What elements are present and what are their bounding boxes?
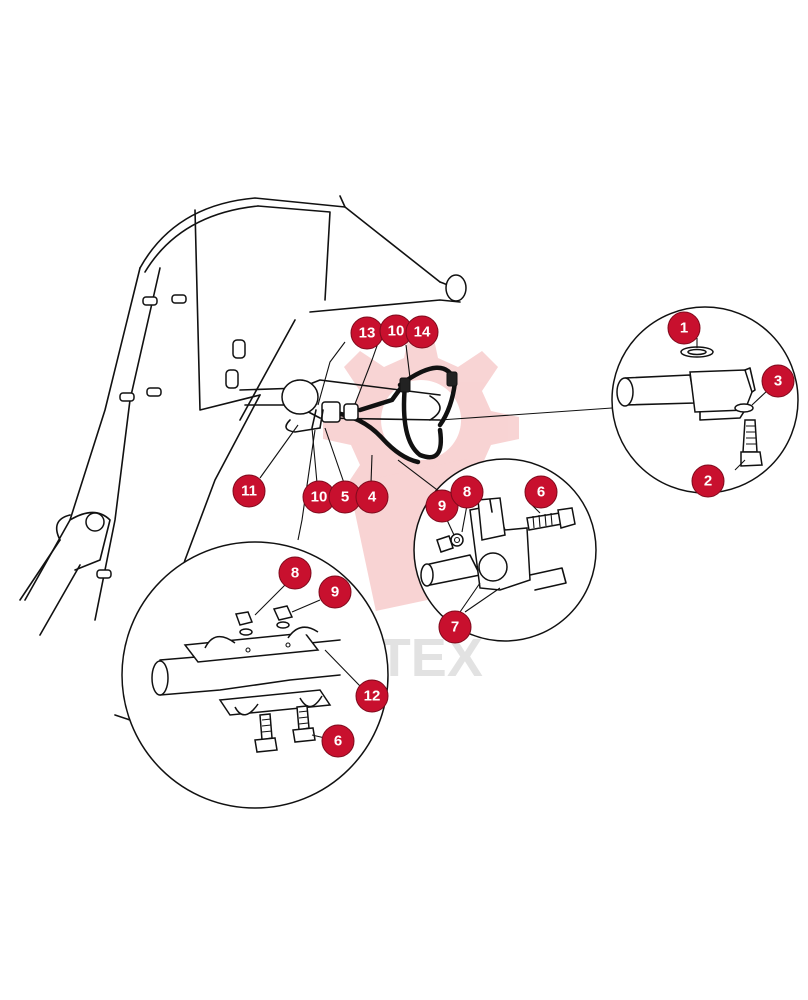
callout-label: 2 [704,473,712,490]
callout-14: 14 [405,315,439,349]
callout-6: 6 [321,724,355,758]
callout-label: 11 [241,483,257,500]
hydraulic-hose-assembly [285,365,613,465]
callout-label: 9 [438,498,446,515]
detail-clamp-single [413,458,597,642]
callout-7: 7 [438,610,472,644]
callout-label: 4 [368,489,377,506]
callout-6: 6 [524,475,558,509]
callout-8: 8 [278,556,312,590]
callout-label: 7 [451,619,459,636]
callout-12: 12 [355,679,389,713]
callout-3: 3 [761,364,795,398]
callout-9: 9 [425,489,459,523]
callout-label: 1 [680,320,688,337]
callout-label: 5 [341,489,349,506]
callout-label: 13 [359,325,376,342]
callout-label: 8 [291,565,299,582]
callout-8: 8 [450,475,484,509]
callout-11: 11 [232,474,266,508]
callout-10: 10 [302,480,336,514]
callout-label: 6 [334,733,342,750]
detail-clamp-twin [121,429,389,809]
callout-label: 3 [774,373,782,390]
callout-label: 6 [537,484,545,501]
callout-label: 10 [388,323,405,340]
callout-1: 1 [667,311,701,345]
callout-label: 8 [463,484,471,501]
callout-label: 14 [414,324,431,341]
callout-5: 5 [328,480,362,514]
callout-label: 12 [364,688,381,705]
callout-13: 13 [350,316,384,350]
callouts: 1 2 3 13 10 14 11 10 5 4 9 8 6 7 8 9 12 … [232,311,795,758]
callout-2: 2 [691,464,725,498]
callout-4: 4 [355,480,389,514]
callout-9: 9 [318,575,352,609]
callout-label: 9 [331,584,339,601]
callout-label: 10 [311,489,328,506]
